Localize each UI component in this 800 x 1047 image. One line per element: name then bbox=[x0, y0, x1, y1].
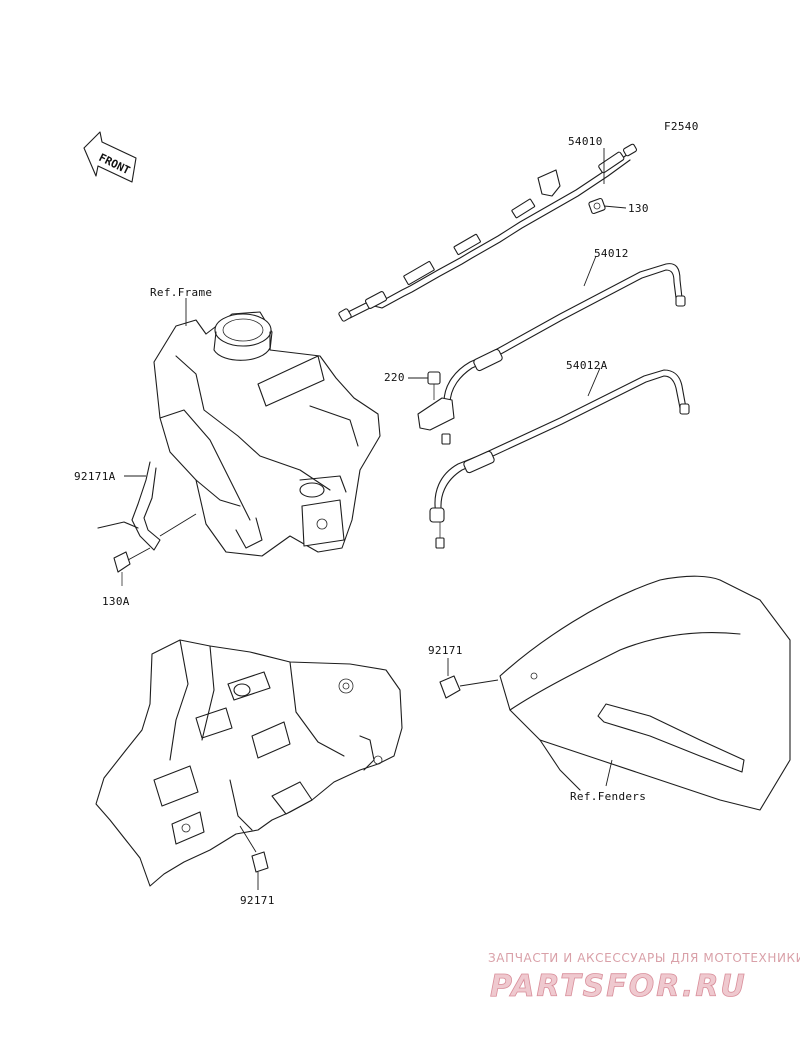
callout-92171-frame: 92171 bbox=[240, 894, 275, 907]
callout-92171-fender: 92171 bbox=[428, 644, 463, 657]
cable-54010 bbox=[338, 143, 638, 322]
ref-frame-label: Ref.Frame bbox=[150, 286, 212, 299]
callout-130A: 130A bbox=[102, 595, 130, 608]
callout-92171A: 92171A bbox=[74, 470, 116, 483]
cable-54012A bbox=[429, 369, 690, 549]
bolt-220 bbox=[427, 371, 441, 400]
callout-54012: 54012 bbox=[594, 247, 629, 260]
bolt-130A bbox=[113, 547, 151, 586]
watermark-subtitle: ЗАПЧАСТИ И АКСЕССУАРЫ ДЛЯ МОТОТЕХНИКИ bbox=[488, 951, 800, 965]
bolt-130 bbox=[588, 197, 606, 215]
clamp-92171-frame bbox=[239, 825, 269, 890]
diagram-code: F2540 bbox=[664, 120, 699, 133]
clamp-92171A bbox=[97, 461, 197, 551]
cable-54012 bbox=[417, 263, 686, 445]
lower-frame bbox=[95, 639, 403, 887]
callout-54012A: 54012A bbox=[566, 359, 608, 372]
steering-head-frame bbox=[153, 311, 381, 557]
clamp-92171-fender bbox=[439, 658, 499, 699]
ref-fenders-label: Ref.Fenders bbox=[570, 790, 646, 803]
watermark: ЗАПЧАСТИ И АКСЕССУАРЫ ДЛЯ МОТОТЕХНИКИ PA… bbox=[488, 951, 800, 1004]
rear-fender bbox=[499, 575, 791, 811]
callout-220: 220 bbox=[384, 371, 405, 384]
front-arrow-icon: FRONT bbox=[83, 131, 137, 183]
callout-54010: 54010 bbox=[568, 135, 603, 148]
watermark-brand: PARTSFOR.RU bbox=[490, 969, 747, 1004]
callout-130: 130 bbox=[628, 202, 649, 215]
